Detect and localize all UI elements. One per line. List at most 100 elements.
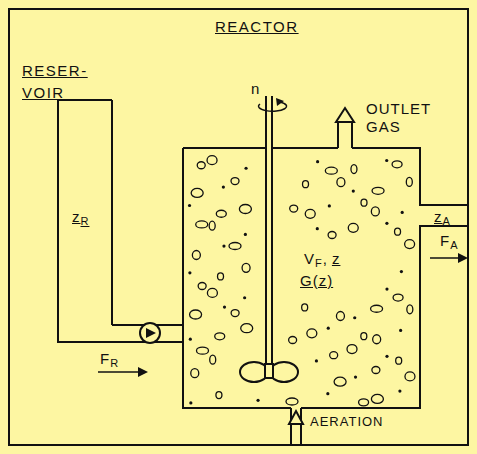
bubble (218, 273, 224, 280)
bubble (229, 243, 241, 250)
reactor-vessel (183, 148, 468, 408)
bubble (215, 333, 225, 340)
bubble (373, 335, 381, 344)
subscript: A (450, 239, 458, 252)
bubble (352, 190, 355, 193)
bubble (348, 223, 358, 232)
bubble (372, 367, 380, 374)
frame (9, 9, 468, 445)
bubble (303, 181, 309, 188)
variable: z (332, 250, 341, 268)
bubble (210, 355, 216, 364)
bubble (400, 270, 403, 273)
bubble (405, 372, 415, 381)
reactor-node: REACTOR (183, 12, 420, 408)
bubble (190, 310, 202, 319)
bubble (328, 231, 336, 238)
rotation-arrow (259, 102, 287, 111)
subscript: A (443, 215, 451, 228)
bubble (244, 167, 247, 170)
bubble (316, 227, 319, 230)
bubble (207, 288, 217, 297)
separator: , (323, 250, 328, 268)
bubble (189, 338, 192, 341)
subscript: R (81, 215, 90, 228)
variable: z (72, 208, 81, 226)
subscript: F (315, 257, 323, 270)
bubble (385, 355, 388, 358)
bubble (398, 390, 401, 393)
bubble (307, 329, 317, 338)
variable: G(z) (300, 272, 333, 290)
bubble (188, 271, 191, 274)
outlet-gas-arrow (336, 108, 354, 122)
bubble (395, 228, 401, 235)
bubble (244, 233, 247, 236)
outlet-gas-label: OUTLET GAS (366, 100, 431, 136)
bubble (243, 296, 246, 299)
bubble (405, 240, 415, 249)
reservoir-vessel (58, 100, 112, 342)
variable: F (100, 350, 110, 368)
bubble (347, 345, 357, 354)
bubble (191, 369, 199, 378)
variable: z (434, 208, 443, 226)
reservoir-node: RESER- VOIR (18, 58, 112, 348)
bubble (196, 347, 208, 354)
stirrer-shaft (266, 96, 272, 364)
bubble (209, 221, 215, 230)
subscript: R (110, 357, 119, 370)
bubble (330, 352, 338, 359)
pump-symbol (140, 323, 160, 343)
bubble (392, 161, 402, 168)
bubble (305, 209, 315, 218)
bubble (302, 304, 308, 311)
flow-arrowhead (138, 367, 148, 377)
bubble (372, 187, 384, 194)
outlet-gas-pipe (338, 120, 352, 148)
bubble (222, 186, 225, 189)
rotation-arrowhead (276, 98, 284, 106)
bubble (256, 399, 259, 402)
variable: V (304, 250, 315, 268)
bubble (222, 244, 225, 247)
bubble (385, 222, 388, 225)
bubble (290, 205, 298, 212)
pump-arrow (146, 328, 156, 338)
impeller-blade (240, 362, 268, 382)
bubble (351, 165, 357, 174)
bubble (371, 394, 383, 403)
bubble (336, 312, 344, 321)
impeller-hub (265, 364, 273, 378)
variable: F (440, 232, 450, 250)
bubble (289, 336, 297, 343)
vessel-title: RESER- VOIR (22, 60, 88, 104)
bubble (327, 327, 330, 330)
flow-arrowhead (458, 253, 468, 263)
vessel-title: REACTOR (215, 16, 299, 38)
bubble (189, 401, 192, 404)
bubble (361, 333, 367, 340)
bubble (231, 310, 239, 317)
bubble (334, 377, 346, 386)
bubble (361, 199, 367, 206)
bubble (407, 305, 413, 314)
bubble (231, 178, 239, 185)
bubble (315, 359, 318, 362)
bubble (396, 357, 402, 364)
bubble (371, 207, 379, 216)
bubble (216, 210, 226, 217)
bubble (207, 156, 217, 165)
bubble (192, 251, 200, 260)
bubble (223, 305, 226, 308)
bubble (286, 398, 298, 405)
bubble (337, 178, 345, 187)
bubble (196, 221, 208, 228)
bubble (399, 329, 402, 332)
bubble (385, 287, 388, 290)
bubble (353, 316, 356, 319)
impeller-blade (270, 362, 298, 382)
aeration-arrow (289, 411, 303, 424)
bubble (401, 211, 404, 214)
bubble (406, 177, 412, 186)
